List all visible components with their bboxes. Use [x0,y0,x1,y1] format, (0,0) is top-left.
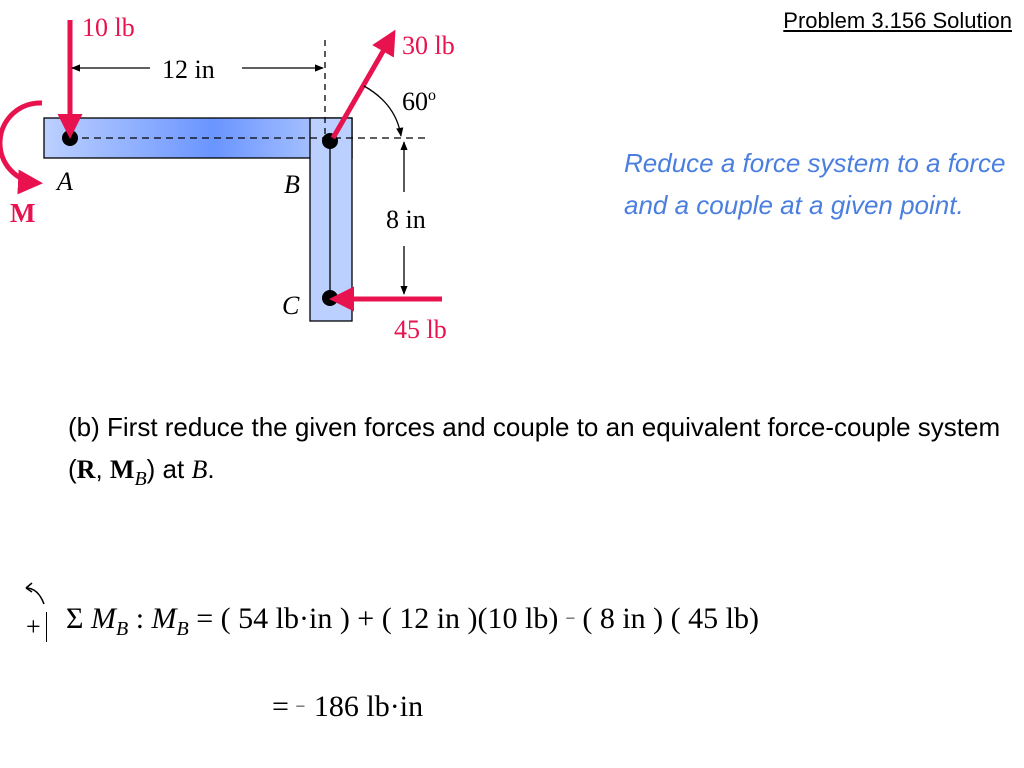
dim-ab-label: 12 in [162,55,215,84]
page-title: Problem 3.156 Solution [783,8,1012,33]
force-c-label: 45 lb [394,315,447,344]
plus-bracket [46,612,49,642]
ccw-arrow-icon [25,582,45,605]
force-30lb-arrow [330,29,396,140]
step-b-text: (b) First reduce the given forces and co… [68,412,1001,490]
moment-label: M [10,198,35,228]
point-symbol: B [191,455,208,484]
moment-arc-icon [0,100,43,195]
angle-label: 60o [402,87,436,116]
moment-equation: Σ MB : MB = ( 54 lb·in ) + ( 12 in )(10 … [66,602,759,640]
point-c-label: C [282,291,300,320]
angle-arc [363,85,404,137]
sign-convention: + [26,612,41,641]
force-a-label: 10 lb [82,13,135,42]
resultant-symbol: R [76,455,96,484]
dim-bc-label: 8 in [386,205,426,234]
point-a-label: A [55,167,73,196]
intro-text: Reduce a force system to a force and a c… [624,148,1006,220]
moment-result: = – 186 lb·in [272,690,424,723]
step-b-prefix: (b) First reduce the given forces and co… [68,412,1001,484]
point-b-label: B [284,170,300,199]
horizontal-arm [43,117,353,159]
force-b-label: 30 lb [402,31,455,60]
moment-symbol: M [109,455,135,484]
